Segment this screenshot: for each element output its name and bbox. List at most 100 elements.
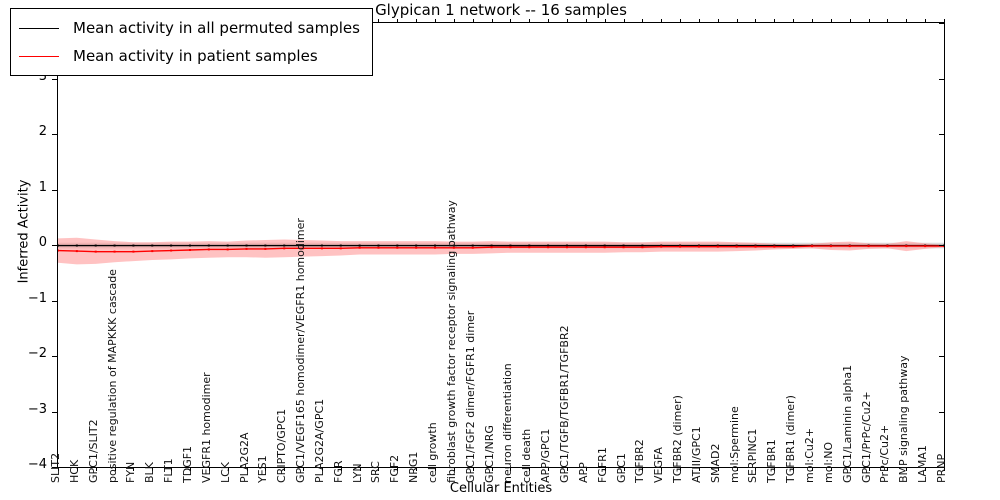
x-tick-label: GPC1/NRG bbox=[482, 425, 496, 483]
data-point bbox=[528, 246, 531, 249]
x-tick-label: fibroblast growth factor receptor signal… bbox=[444, 200, 458, 483]
x-tick-label: TGFBR1 (dimer) bbox=[784, 395, 798, 483]
data-point bbox=[641, 244, 644, 247]
x-tick bbox=[548, 467, 550, 471]
data-point bbox=[58, 249, 59, 252]
x-tick-label: positive regulation of MAPKKK cascade bbox=[105, 269, 119, 483]
legend-entry-permuted: Mean activity in all permuted samples bbox=[19, 14, 360, 42]
data-point bbox=[264, 244, 267, 247]
x-tick bbox=[680, 467, 682, 471]
x-tick-label: BMP signaling pathway bbox=[897, 355, 911, 483]
legend-line-red-icon bbox=[19, 55, 59, 57]
data-point bbox=[565, 246, 568, 249]
x-tick bbox=[303, 467, 305, 471]
x-tick-label: APP/GPC1 bbox=[539, 428, 553, 483]
y-tick bbox=[52, 467, 58, 468]
x-tick-label: mol:NO bbox=[821, 441, 835, 483]
data-point bbox=[754, 245, 757, 248]
data-point bbox=[547, 246, 550, 249]
x-tick-label: TGFBR2 (dimer) bbox=[671, 395, 685, 483]
x-tick-label: SMAD2 bbox=[708, 443, 722, 483]
x-tick-top bbox=[510, 19, 512, 23]
data-point bbox=[358, 244, 361, 247]
x-tick bbox=[510, 467, 512, 471]
data-point bbox=[792, 245, 795, 248]
x-tick bbox=[868, 467, 870, 471]
data-point bbox=[132, 244, 135, 247]
y-tick bbox=[52, 134, 58, 135]
data-point bbox=[584, 246, 587, 249]
x-tick-label: FYN bbox=[124, 461, 138, 483]
data-point bbox=[396, 244, 399, 247]
chart-svg bbox=[58, 237, 944, 265]
data-point bbox=[151, 244, 154, 247]
x-tick-label: cell death bbox=[520, 428, 534, 483]
y-tick-label: −3 bbox=[27, 401, 47, 417]
x-tick bbox=[736, 467, 738, 471]
data-point bbox=[829, 245, 832, 248]
x-tick bbox=[208, 467, 210, 471]
x-tick-label: HCK bbox=[67, 459, 81, 483]
x-tick-top bbox=[774, 19, 776, 23]
data-point bbox=[660, 245, 663, 248]
data-point bbox=[622, 244, 625, 247]
y-tick-right bbox=[939, 411, 944, 413]
data-point bbox=[339, 244, 342, 247]
y-tick-right bbox=[939, 245, 944, 246]
x-tick-label: GPC1/SLIT2 bbox=[86, 419, 100, 483]
data-point bbox=[622, 246, 625, 249]
data-point bbox=[320, 247, 323, 250]
x-tick-top bbox=[397, 19, 399, 23]
y-tick-right bbox=[939, 189, 944, 191]
data-point bbox=[603, 246, 606, 249]
x-tick-label: APP bbox=[576, 462, 590, 483]
data-point bbox=[924, 245, 927, 248]
data-point bbox=[471, 246, 474, 249]
x-tick bbox=[604, 467, 606, 471]
x-tick bbox=[133, 467, 135, 471]
data-point bbox=[716, 244, 719, 247]
x-tick bbox=[76, 467, 78, 471]
data-point bbox=[735, 245, 738, 248]
x-tick bbox=[359, 467, 361, 471]
data-point bbox=[151, 250, 154, 253]
x-tick bbox=[321, 467, 323, 471]
data-point bbox=[528, 244, 531, 247]
y-tick bbox=[52, 300, 58, 302]
x-tick-top bbox=[453, 19, 455, 23]
x-tick-top bbox=[661, 19, 663, 23]
data-point bbox=[283, 244, 286, 247]
data-point bbox=[132, 250, 135, 253]
x-tick-top bbox=[378, 19, 380, 23]
x-tick-label: LYN bbox=[350, 463, 364, 483]
x-tick-label: GPC1/TGFB/TGFBR1/TGFBR2 bbox=[557, 325, 571, 483]
y-tick-label: −2 bbox=[27, 346, 47, 361]
x-tick-label: FGR bbox=[331, 460, 345, 484]
x-tick-label: TGFBR1 bbox=[765, 439, 779, 483]
x-tick-label: YES1 bbox=[256, 455, 270, 483]
x-tick bbox=[925, 467, 927, 471]
x-tick-label: GPC1 bbox=[614, 453, 628, 483]
data-point bbox=[94, 250, 97, 253]
x-tick bbox=[472, 467, 474, 471]
data-point bbox=[207, 244, 210, 247]
data-point bbox=[113, 250, 116, 253]
legend-label-patient: Mean activity in patient samples bbox=[73, 47, 318, 65]
data-point bbox=[188, 249, 191, 251]
data-point bbox=[396, 246, 399, 249]
legend-label-permuted: Mean activity in all permuted samples bbox=[73, 19, 360, 37]
data-point bbox=[320, 244, 323, 247]
data-point bbox=[509, 244, 512, 247]
y-tick bbox=[52, 356, 58, 357]
data-point bbox=[697, 245, 700, 248]
data-point bbox=[113, 244, 116, 247]
x-tick bbox=[698, 467, 700, 471]
x-tick bbox=[849, 467, 851, 471]
x-tick bbox=[284, 467, 286, 471]
y-tick-right bbox=[939, 467, 944, 468]
data-point bbox=[226, 244, 229, 247]
data-point bbox=[754, 244, 757, 247]
x-tick-label: PRNP bbox=[935, 453, 948, 483]
x-tick-label: BLK bbox=[143, 462, 157, 483]
